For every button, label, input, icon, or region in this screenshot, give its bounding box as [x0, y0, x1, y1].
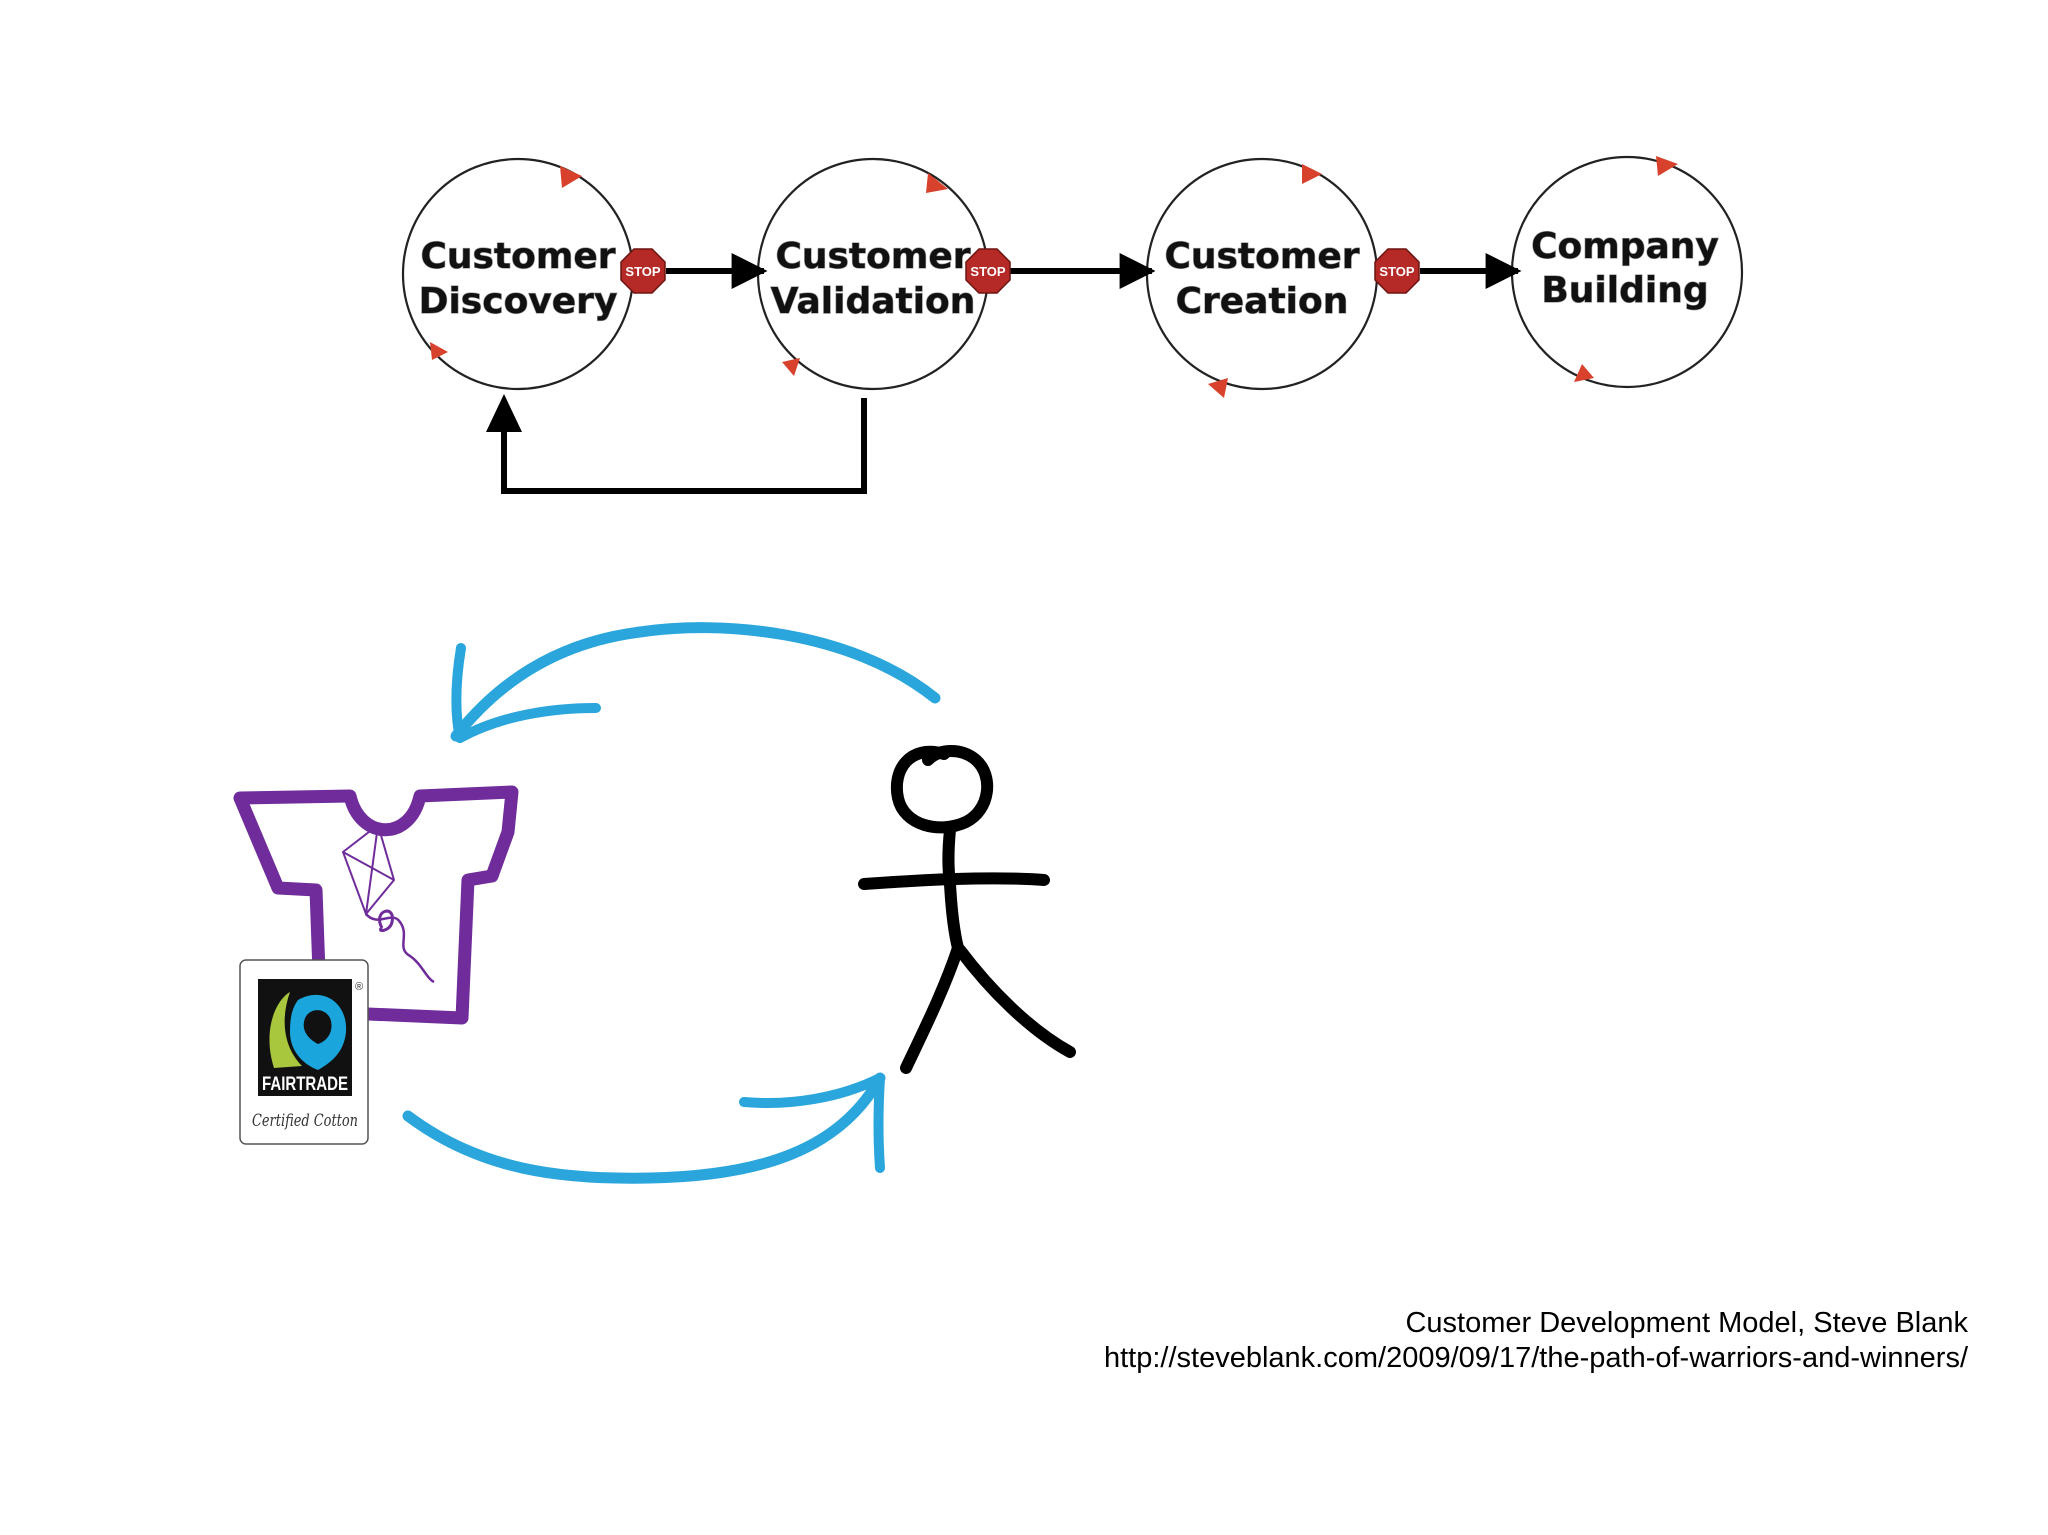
stage-company-building: Company Building [1510, 155, 1744, 389]
fairtrade-logo-icon [269, 992, 347, 1070]
cycle-marker-icon [1208, 378, 1228, 398]
svg-text:STOP: STOP [625, 264, 660, 279]
cycle-marker-icon [782, 358, 800, 376]
stick-figure-customer-icon [858, 745, 1076, 1074]
citation-title: Customer Development Model, Steve Blank [1405, 1307, 1968, 1339]
stage-label-line1: Company [1531, 226, 1719, 267]
tshirt-icon [233, 785, 519, 1025]
stage-label-line1: Customer [775, 236, 970, 277]
stage-label-line2: Validation [771, 281, 976, 322]
stage-customer-creation: Customer Creation [1145, 157, 1379, 398]
stage-customer-validation: Customer Validation [756, 157, 990, 391]
citation-url[interactable]: http://steveblank.com/2009/09/17/the-pat… [1104, 1342, 1968, 1374]
stage-label-line2: Creation [1176, 281, 1349, 322]
stop-sign-icon: STOP [620, 248, 666, 294]
stage-label-line2: Discovery [419, 281, 618, 322]
stage-label-line1: Customer [1164, 236, 1359, 277]
svg-text:STOP: STOP [1379, 264, 1414, 279]
pivot-arrowhead-icon [486, 394, 522, 432]
customer-development-diagram: Customer Discovery Customer Validation C… [401, 155, 1744, 494]
registered-mark: ® [355, 981, 363, 993]
stop-sign-icon: STOP [965, 248, 1011, 294]
cycle-marker-icon [926, 173, 948, 193]
curved-arrow-bottom-icon [402, 1072, 886, 1184]
fairtrade-label: FAIRTRADE ® Certified Cotton [239, 959, 369, 1145]
stop-sign-icon: STOP [1374, 248, 1420, 294]
cycle-marker-icon [1302, 164, 1322, 184]
svg-text:STOP: STOP [970, 264, 1005, 279]
feedback-cycle-illustration: FAIRTRADE ® Certified Cotton [233, 622, 1076, 1184]
cycle-marker-icon [1656, 156, 1678, 176]
stage-label-line1: Customer [420, 236, 615, 277]
cycle-marker-icon [1574, 364, 1594, 382]
curved-arrow-top-icon [450, 622, 941, 743]
fairtrade-brand-text: FAIRTRADE [262, 1074, 348, 1095]
stage-label-line2: Building [1541, 270, 1708, 311]
cycle-marker-icon [430, 342, 448, 360]
stage-customer-discovery: Customer Discovery [401, 157, 635, 391]
fairtrade-subtitle: Certified Cotton [252, 1111, 358, 1131]
pivot-loop-arrow [501, 398, 867, 494]
cycle-marker-icon [560, 166, 582, 188]
